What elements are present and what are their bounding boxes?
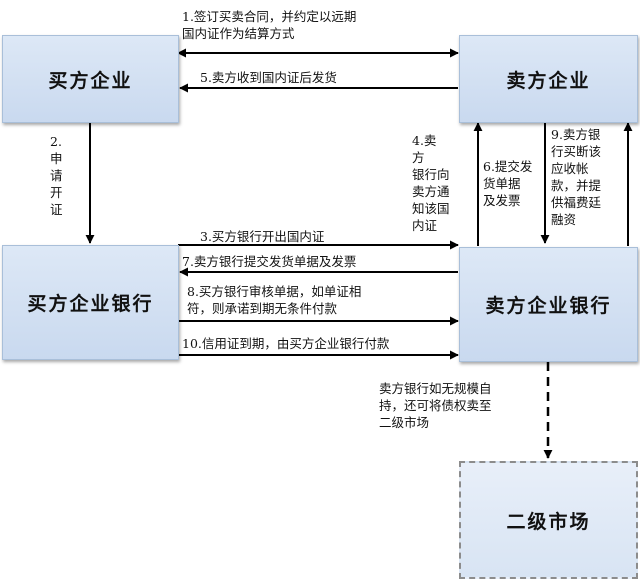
label-step-9: 9.卖方银 行买断该 应收帐 款，并提 供福费廷 融资	[551, 127, 602, 227]
node-secondary-market: 二级市场	[459, 461, 638, 579]
label-step-6: 6.提交发 货单据 及发票	[483, 159, 533, 208]
node-seller-bank: 卖方企业银行	[459, 247, 638, 362]
label-step-2: 2. 申 请 开 证	[50, 134, 63, 217]
label-step-7: 7.卖方银行提交发货单据及发票	[182, 254, 357, 269]
label-step-3: 3.买方银行开出国内证	[200, 229, 325, 244]
label-step-10: 10.信用证到期，由买方企业银行付款	[182, 336, 390, 351]
label-step-8: 8.买方银行审核单据，如单证相 符，则承诺到期无条件付款	[187, 284, 362, 316]
node-buyer: 买方企业	[2, 35, 179, 123]
label-step-1: 1.签订买卖合同，并约定以远期 国内证作为结算方式	[182, 9, 357, 41]
node-buyer-bank: 买方企业银行	[2, 245, 179, 360]
label-step-5: 5.卖方收到国内证后发货	[200, 70, 337, 85]
label-step-4: 4.卖 方 银行向 卖方通 知该国 内证	[412, 133, 450, 233]
node-seller: 卖方企业	[459, 35, 638, 123]
label-secondary-market-note: 卖方银行如无规模自 持，还可将债权卖至 二级市场	[379, 381, 492, 430]
